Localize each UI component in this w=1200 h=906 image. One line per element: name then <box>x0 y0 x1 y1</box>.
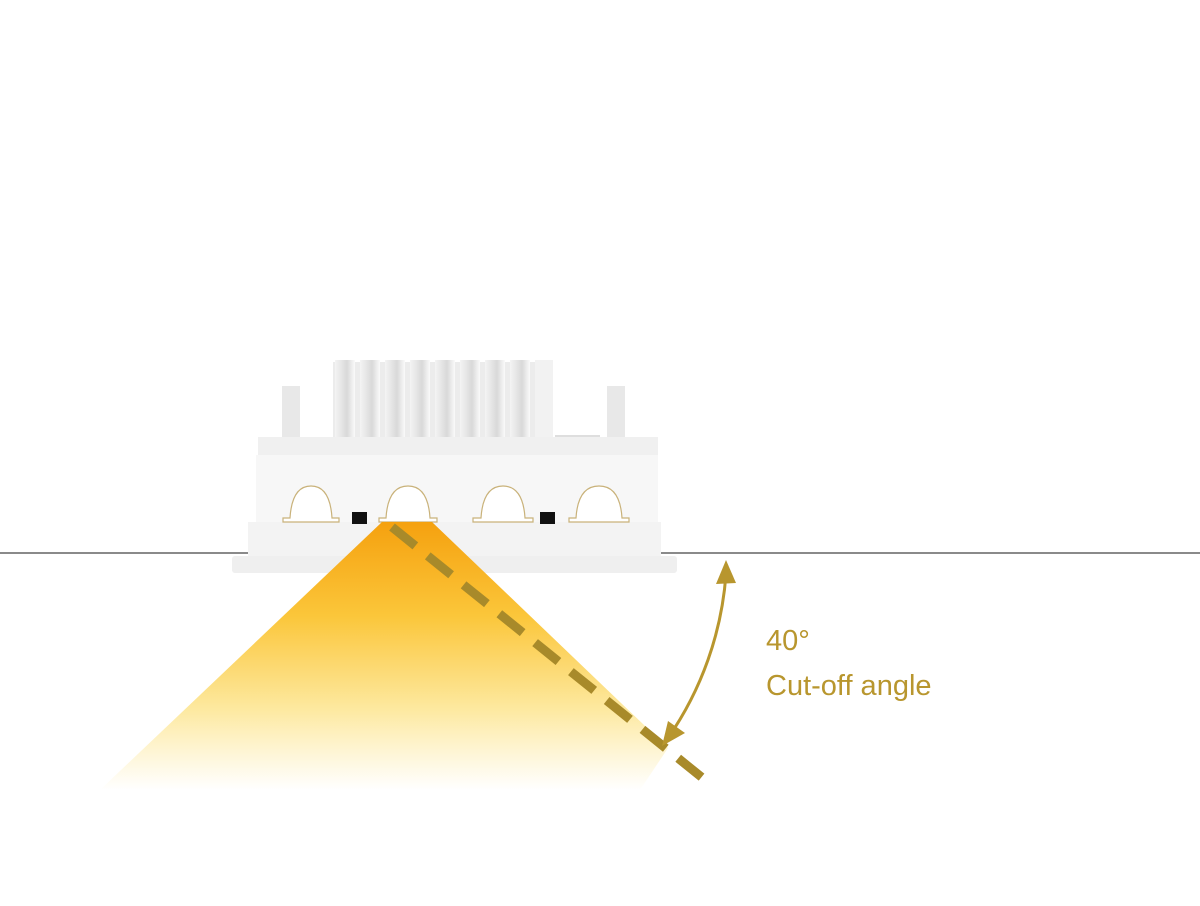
led-lens <box>472 485 534 523</box>
arrowhead-down-icon <box>662 721 685 746</box>
led-lens <box>568 485 630 523</box>
led-lenses <box>282 485 630 523</box>
sensor-square <box>540 512 555 524</box>
light-beam <box>100 522 668 790</box>
arrowhead-up-icon <box>716 560 736 584</box>
spring-clip-right <box>607 386 625 441</box>
heatsink-fins <box>333 360 600 457</box>
sensor-square <box>352 512 367 524</box>
angle-value: 40° <box>766 625 810 657</box>
led-lens <box>378 485 438 523</box>
downlight-fixture <box>232 360 677 573</box>
angle-arc-arrow <box>662 560 736 746</box>
angle-label: Cut-off angle <box>766 670 932 702</box>
cutoff-dashed-line <box>389 523 713 788</box>
spring-clip-left <box>282 386 300 441</box>
led-lens <box>282 485 340 523</box>
